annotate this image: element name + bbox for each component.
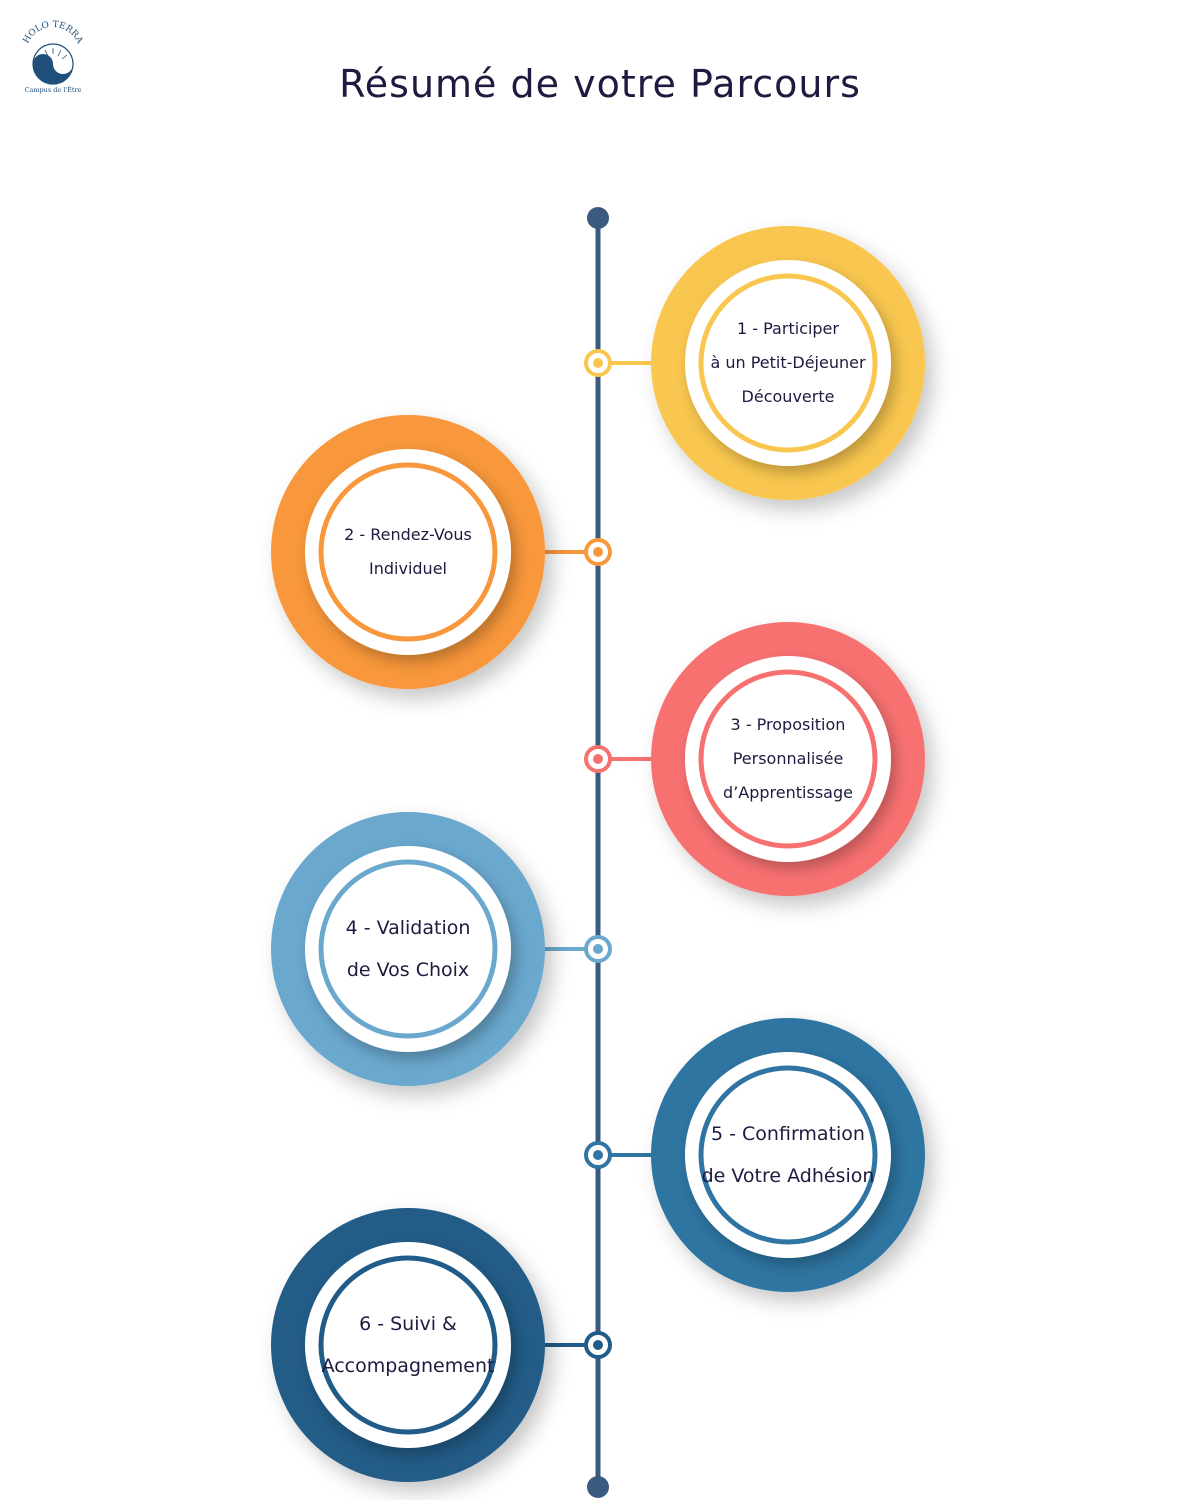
step-node-center (593, 358, 603, 368)
step-node-center (593, 944, 603, 954)
step-3 (584, 622, 925, 896)
step-label-line: 6 - Suivi & (359, 1313, 457, 1335)
step-inner-circle (305, 846, 511, 1052)
step-ring (698, 1065, 878, 1245)
step-2 (271, 415, 612, 689)
step-ring (318, 462, 498, 642)
step-label-line: Accompagnement (321, 1355, 495, 1377)
timeline-start-dot (587, 207, 609, 229)
step-4 (271, 812, 612, 1086)
step-label-6: 6 - Suivi & Accompagnement (318, 1303, 498, 1387)
page-title: Résumé de votre Parcours (339, 62, 861, 106)
step-label-line: 1 - Participer (737, 319, 839, 338)
step-label-line: de Vos Choix (346, 959, 470, 981)
step-label-line: d’Apprentissage (723, 783, 853, 802)
step-label-line: 4 - Validation (345, 917, 471, 939)
step-ring (698, 669, 878, 849)
logo-tagline: Campus de l'Être (24, 85, 81, 94)
step-node-center (593, 754, 603, 764)
step-ring (318, 859, 498, 1039)
step-inner-circle (685, 1052, 891, 1258)
yin-yang-logo-icon: HOLO TERRA Campus de l'Être (22, 20, 85, 94)
step-node-center (593, 1340, 603, 1350)
step-label-line: de Votre Adhésion (701, 1165, 875, 1187)
timeline-end-dot (587, 1476, 609, 1498)
logo: HOLO TERRA Campus de l'Être (18, 20, 88, 96)
step-label-line: Personnalisée (732, 749, 844, 768)
step-inner-circle (685, 656, 891, 862)
step-label-line: 3 - Proposition (730, 715, 846, 734)
step-label-4: 4 - Validation de Vos Choix (318, 907, 498, 991)
step-label-5: 5 - Confirmation de Votre Adhésion (698, 1113, 878, 1197)
step-ring (698, 273, 878, 453)
step-1 (584, 226, 925, 500)
step-node-center (593, 547, 603, 557)
step-6 (271, 1208, 612, 1482)
step-label-line: 5 - Confirmation (711, 1123, 865, 1145)
step-label-line: 2 - Rendez-Vous (344, 525, 472, 544)
step-ring (318, 1255, 498, 1435)
step-label-line: à un Petit-Déjeuner (710, 353, 866, 372)
step-node-center (593, 1150, 603, 1160)
step-inner-circle (685, 260, 891, 466)
step-label-line: Individuel (369, 559, 447, 578)
step-5 (584, 1018, 925, 1292)
step-inner-circle (305, 1242, 511, 1448)
step-label-line: Découverte (741, 387, 835, 406)
step-inner-circle (305, 449, 511, 655)
